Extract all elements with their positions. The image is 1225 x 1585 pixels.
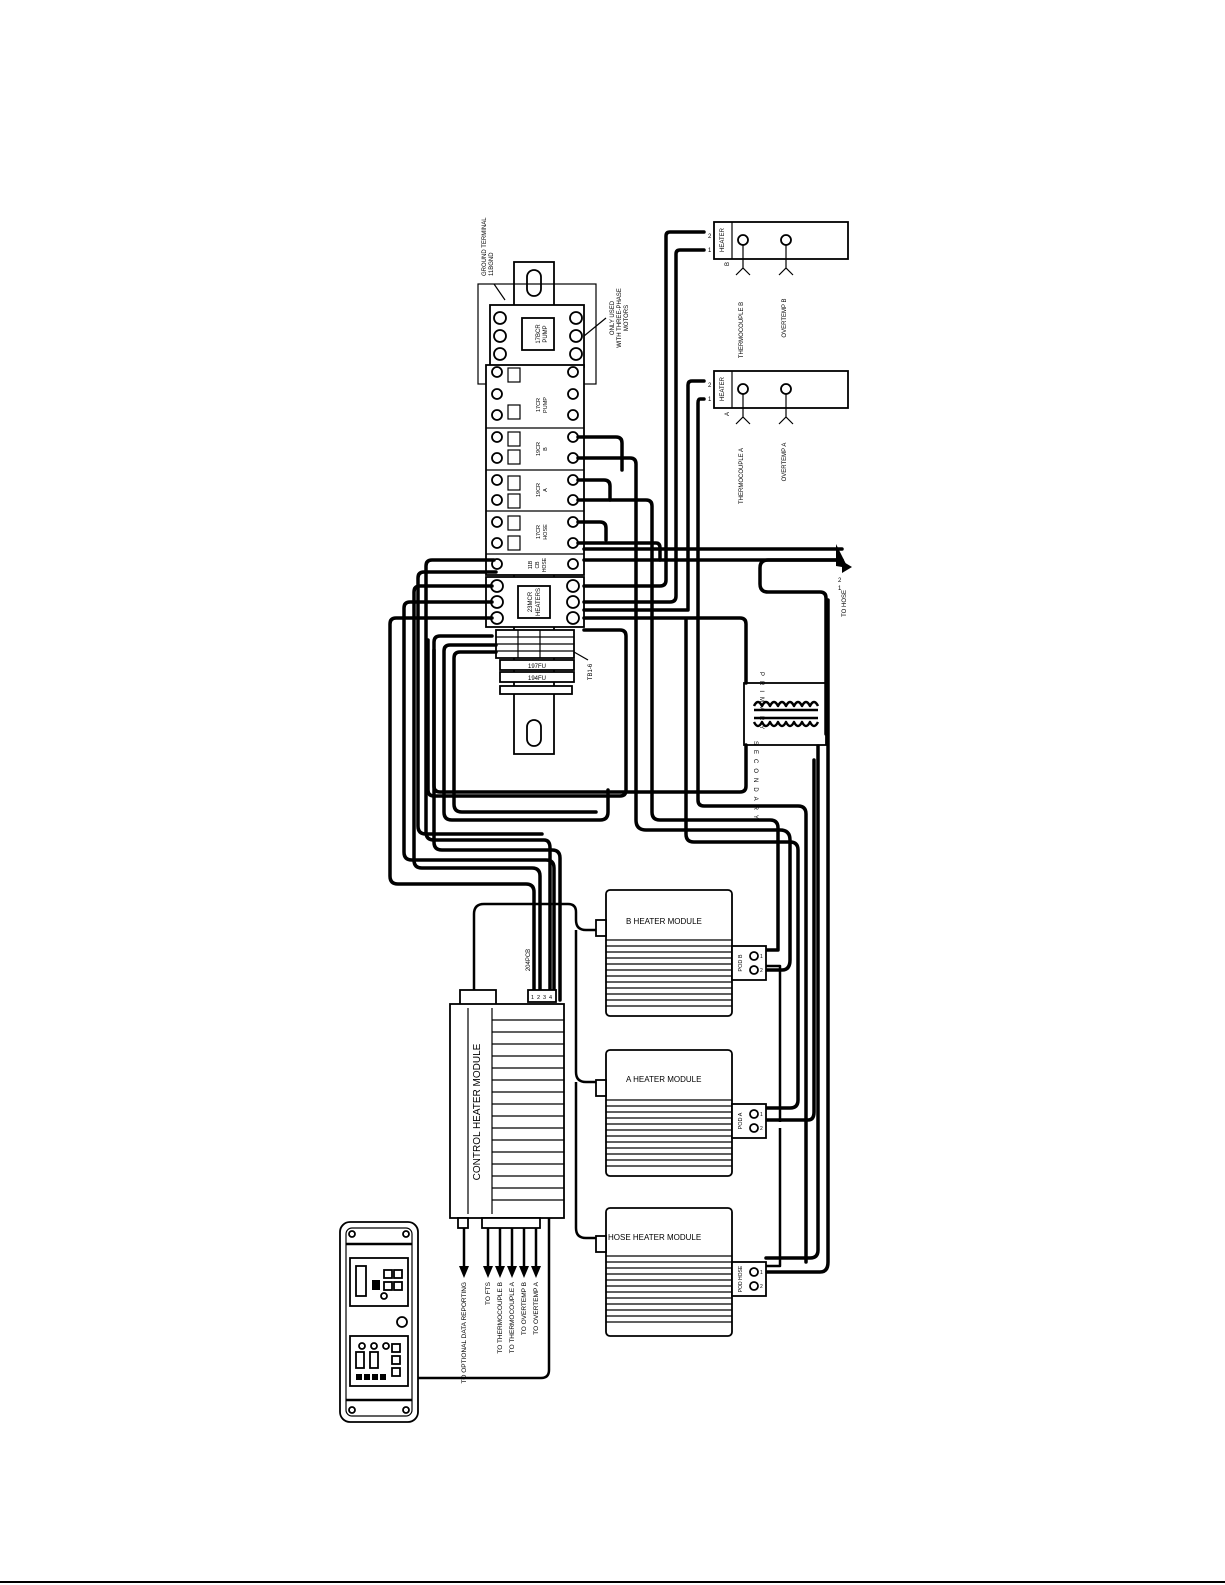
relay-a-label-1: 19CR bbox=[536, 483, 542, 497]
to-hose-pin2: 2 bbox=[838, 578, 842, 584]
heater-a-pin1: 1 bbox=[708, 397, 712, 403]
pod-a-pin2: 2 bbox=[760, 1126, 763, 1132]
heater-a-letter: A bbox=[725, 412, 731, 416]
to-tc-a-label: TO THERMOCOUPLE A bbox=[509, 1281, 516, 1353]
heater-b: HEATER B THERMOCOUPLE B OVERTEMP B 1 2 bbox=[708, 221, 849, 358]
pod-b-pin1: 1 bbox=[760, 954, 763, 960]
hose-heater-module: HOSE HEATER MODULE POD HOSE 1 2 bbox=[595, 1207, 767, 1337]
to-tc-b-label: TO THERMOCOUPLE B bbox=[497, 1282, 504, 1354]
only-used-label-3: MOTORS bbox=[624, 305, 630, 331]
relay-strip: 17CR PUMP 19CR B 19CR A 17CR HOSE 11B CB… bbox=[485, 364, 585, 576]
fuse-label-1: 197FU bbox=[528, 664, 546, 670]
heater-a: HEATER A THERMOCOUPLE A OVERTEMP A 1 2 bbox=[708, 370, 849, 504]
pcb-pin3: 3 bbox=[543, 995, 546, 1001]
relay-pump-label-2: PUMP bbox=[543, 397, 549, 413]
pod-b-pin2: 2 bbox=[760, 968, 763, 974]
only-used-label-1: ONLY USED bbox=[610, 300, 616, 335]
pod-hose-label: POD HOSE bbox=[738, 1265, 744, 1292]
to-data-label: TO OPTIONAL DATA REPORTING bbox=[461, 1282, 468, 1384]
terminal-block-label: TB1-6 bbox=[588, 663, 594, 680]
relay-a-label-2: A bbox=[543, 488, 549, 492]
heater-contactor-label-2: HEATERS bbox=[536, 588, 542, 616]
b-module-title: B HEATER MODULE bbox=[626, 917, 702, 926]
pump-contactor-label-2: PUMP bbox=[543, 325, 549, 342]
ground-id-label: 11BGND bbox=[489, 252, 495, 276]
cb-hose-label-2: CB bbox=[535, 561, 541, 569]
control-module-title: CONTROL HEATER MODULE bbox=[472, 1043, 483, 1180]
relay-b-label-2: B bbox=[543, 447, 549, 451]
display-upper-panel bbox=[349, 1257, 409, 1307]
primary-label: PRIMARY bbox=[758, 672, 764, 734]
hose-module-title: HOSE HEATER MODULE bbox=[608, 1233, 701, 1242]
thermocouple-b-label: THERMOCOUPLE B bbox=[739, 302, 745, 358]
relay-hose-label-1: 17CR bbox=[536, 525, 542, 539]
pod-hose-pin2: 2 bbox=[760, 1284, 763, 1290]
cb-hose-label-1: 11B bbox=[528, 560, 534, 569]
pod-b-label: POD B bbox=[738, 954, 744, 971]
heater-b-pin2: 2 bbox=[708, 234, 712, 240]
to-ot-b-label: TO OVERTEMP B bbox=[521, 1282, 528, 1335]
thermocouple-a-label: THERMOCOUPLE A bbox=[739, 448, 745, 504]
to-hose-pin1: 1 bbox=[838, 586, 842, 592]
to-hose-label: TO HOSE bbox=[842, 590, 848, 617]
heater-b-label: HEATER bbox=[720, 227, 726, 252]
b-heater-module: B HEATER MODULE POD B 1 2 bbox=[595, 889, 767, 1017]
pod-a-pin1: 1 bbox=[760, 1112, 763, 1118]
overtemp-a-label: OVERTEMP A bbox=[782, 443, 788, 482]
pcb-pin4: 4 bbox=[549, 995, 552, 1001]
relay-hose-label-2: HOSE bbox=[543, 524, 549, 540]
pcb-pin1: 1 bbox=[531, 995, 534, 1001]
transformer: PRIMARY SECONDARY bbox=[743, 672, 827, 824]
pcb-label: 204PCB bbox=[526, 949, 532, 971]
pod-a-label: POD A bbox=[738, 1112, 744, 1129]
relay-pump-label-1: 17CR bbox=[536, 398, 542, 412]
display-lower-panel bbox=[349, 1335, 409, 1387]
heater-b-pin1: 1 bbox=[708, 248, 712, 254]
control-module-fins bbox=[492, 1019, 564, 1201]
pump-contactor-label-1: 17BCR bbox=[536, 324, 542, 344]
a-heater-module: A HEATER MODULE POD A 1 2 bbox=[595, 1049, 767, 1177]
a-module-title: A HEATER MODULE bbox=[626, 1075, 701, 1084]
terminal-block: 197FU 194FU TB1-6 bbox=[495, 629, 594, 683]
fuse-label-2: 194FU bbox=[528, 676, 546, 682]
wiring bbox=[388, 230, 852, 1380]
heater-contactor-label-1: 23MCR bbox=[528, 591, 534, 612]
heater-a-pin2: 2 bbox=[708, 383, 712, 389]
pcb-pin2: 2 bbox=[537, 995, 540, 1001]
heater-a-label: HEATER bbox=[720, 376, 726, 401]
relay-b-label-1: 19CR bbox=[536, 442, 542, 456]
to-ot-a-label: TO OVERTEMP A bbox=[533, 1281, 540, 1334]
pump-contactor: 17BCR PUMP GROUND TERMINAL 11BGND ONLY U… bbox=[477, 217, 630, 385]
heater-contactor: 23MCR HEATERS bbox=[485, 576, 585, 628]
display-panel bbox=[339, 1221, 419, 1423]
only-used-label-2: WITH THREE-PHASE bbox=[617, 288, 623, 348]
cb-hose-label-3: HOSE bbox=[542, 557, 548, 572]
pod-hose-pin1: 1 bbox=[760, 1270, 763, 1276]
ground-terminal-label: GROUND TERMINAL bbox=[482, 217, 488, 276]
heater-b-letter: B bbox=[725, 262, 731, 266]
secondary-label: SECONDARY bbox=[752, 741, 758, 824]
control-heater-module: 1 2 3 4 204PCB CONTROL HEATER MODULE bbox=[449, 949, 565, 1229]
to-fts-label: TO FTS bbox=[485, 1281, 492, 1305]
overtemp-b-label: OVERTEMP B bbox=[782, 298, 788, 337]
